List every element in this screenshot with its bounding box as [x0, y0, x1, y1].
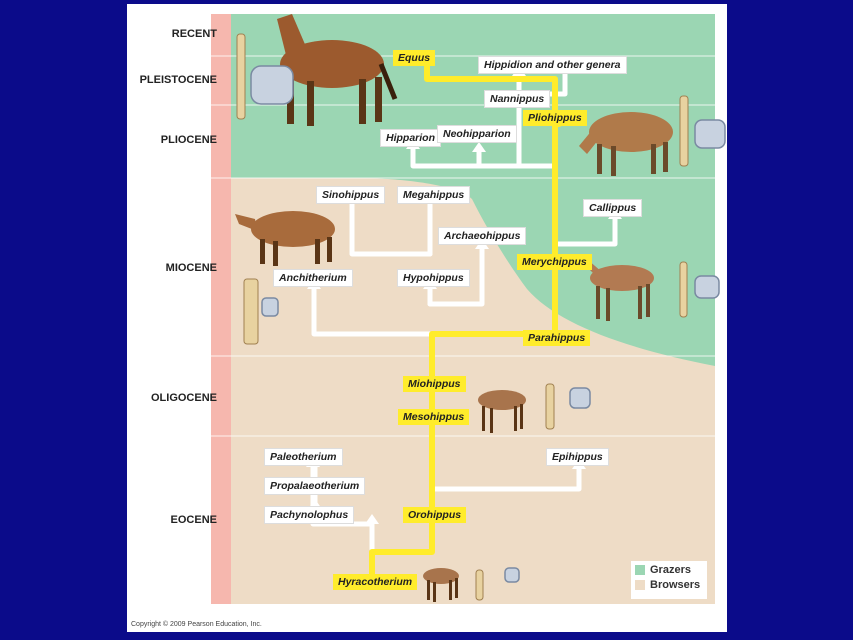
legend: Grazers Browsers	[631, 561, 707, 599]
taxon-miohippus: Miohippus	[403, 376, 466, 392]
epoch-oligocene: OLIGOCENE	[150, 392, 217, 404]
taxon-merychippus: Merychippus	[517, 254, 592, 270]
taxon-hipparion: Hipparion	[381, 130, 440, 146]
taxon-callippus: Callippus	[584, 200, 642, 216]
timeline-bar	[211, 14, 231, 604]
taxon-paleotherium: Paleotherium	[265, 449, 342, 465]
taxon-neohipparion: Neohipparion	[438, 126, 516, 142]
taxon-hippidion: Hippidion and other genera	[479, 57, 626, 73]
taxon-sinohippus: Sinohippus	[317, 187, 385, 203]
copyright-notice: Copyright © 2009 Pearson Education, Inc.	[131, 621, 262, 628]
taxon-mesohippus: Mesohippus	[398, 409, 470, 425]
taxon-pachynolophus: Pachynolophus	[265, 507, 354, 523]
browsers-swatch	[635, 580, 645, 590]
epoch-eocene: EOCENE	[170, 514, 217, 526]
taxon-anchitherium: Anchitherium	[274, 270, 352, 286]
taxon-epihippus: Epihippus	[547, 449, 608, 465]
epoch-pliocene: PLIOCENE	[160, 134, 217, 146]
taxon-equus: Equus	[393, 50, 436, 66]
legend-browsers: Browsers	[635, 579, 703, 591]
legend-browsers-label: Browsers	[650, 579, 701, 591]
epoch-miocene: MIOCENE	[165, 262, 217, 274]
taxon-nannippus: Nannippus	[485, 91, 550, 107]
taxon-orohippus: Orohippus	[403, 507, 467, 523]
epoch-pleistocene: PLEISTOCENE	[139, 74, 217, 86]
taxon-parahippus: Parahippus	[523, 330, 591, 346]
taxon-propalaeotherium: Propalaeotherium	[265, 478, 365, 494]
horse-illustrations	[235, 14, 673, 602]
taxon-pliohippus: Pliohippus	[523, 110, 587, 126]
diagram-background	[211, 14, 726, 604]
figure-slide: RECENT PLEISTOCENE PLIOCENE MIOCENE OLIG…	[127, 4, 727, 632]
taxon-megahippus: Megahippus	[398, 187, 470, 203]
legend-grazers: Grazers	[635, 564, 703, 576]
taxon-hyracotherium: Hyracotherium	[333, 574, 418, 590]
legend-grazers-label: Grazers	[650, 564, 691, 576]
grazers-swatch	[635, 565, 645, 575]
taxon-archaeohippus: Archaeohippus	[439, 228, 526, 244]
taxon-hypohippus: Hypohippus	[398, 270, 469, 286]
epoch-recent: RECENT	[171, 28, 217, 40]
